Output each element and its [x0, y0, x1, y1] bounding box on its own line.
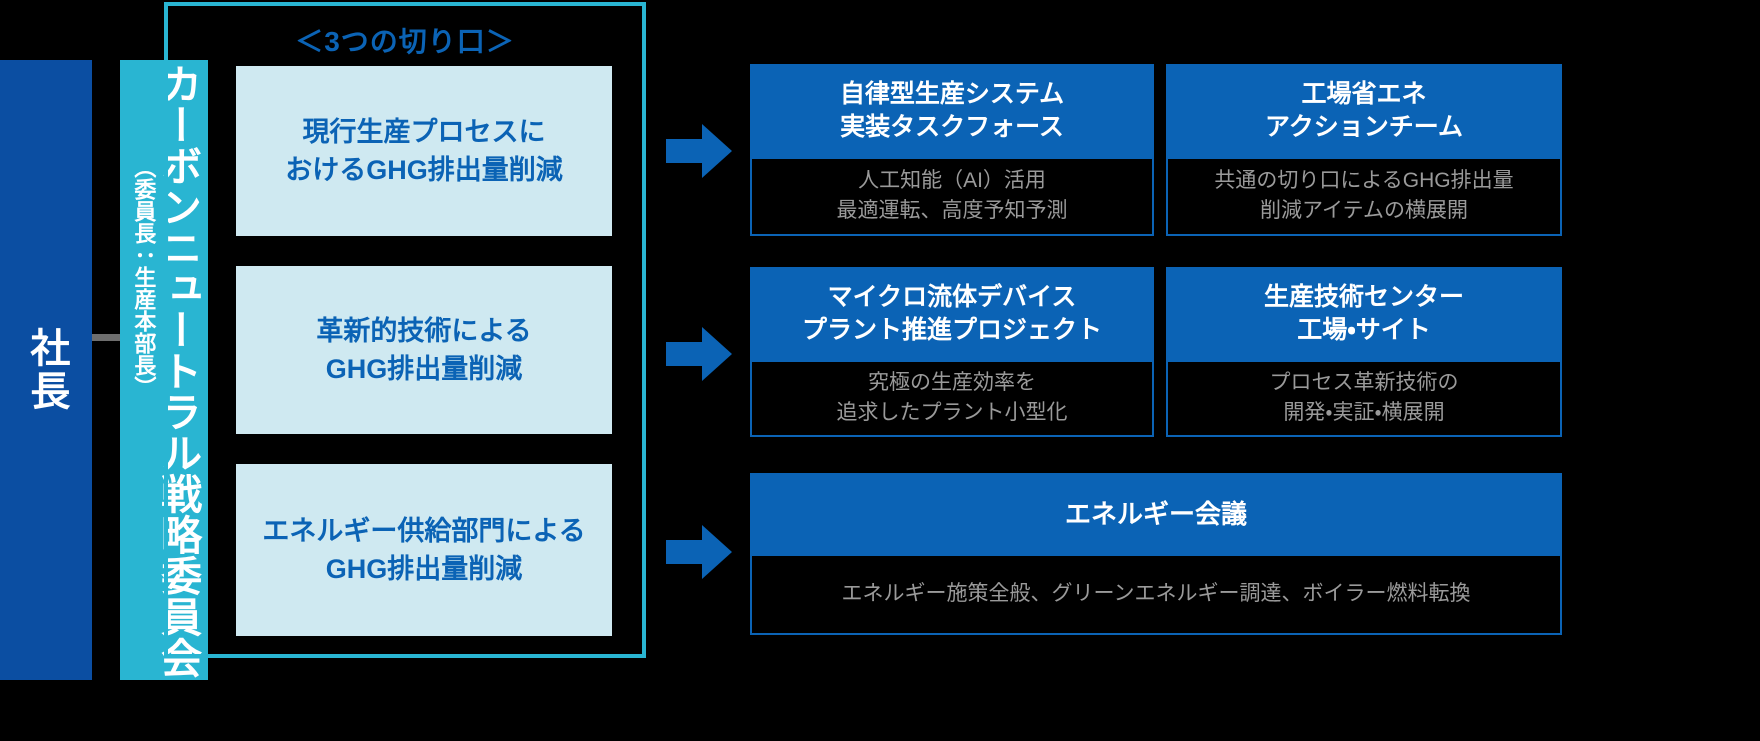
three-perspectives-group-outline — [164, 2, 646, 658]
president-box: 社長 — [0, 60, 92, 680]
team-card-energy-conference: エネルギー会議 エネルギー施策全般、グリーンエネルギー調達、ボイラー燃料転換 — [750, 473, 1562, 635]
team-card-factory-energy-saving: 工場省エネ アクションチーム 共通の切り口によるGHG排出量 削減アイテムの横展… — [1166, 64, 1562, 236]
right-arrow-icon — [666, 525, 732, 579]
arrow-head — [702, 124, 732, 178]
theme-label: エネルギー供給部門による GHG排出量削減 — [262, 515, 586, 584]
team-card-description: 共通の切り口によるGHG排出量 削減アイテムの横展開 — [1168, 158, 1560, 234]
arrow-shaft — [666, 139, 706, 163]
team-card-microfluidic-device: マイクロ流体デバイス プラント推進プロジェクト 究極の生産効率を 追求したプラン… — [750, 267, 1154, 437]
theme-box-current-process: 現行生産プロセスに おけるGHG排出量削減 — [236, 66, 612, 236]
team-card-autonomous-production: 自律型生産システム 実装タスクフォース 人工知能（AI）活用 最適運転、高度予知… — [750, 64, 1154, 236]
arrow-shaft — [666, 342, 706, 366]
theme-box-energy-supply: エネルギー供給部門による GHG排出量削減 — [236, 464, 612, 636]
committee-subtitle: （委員長：生産本部長） — [131, 156, 157, 398]
arrow-shaft — [666, 540, 706, 564]
president-committee-connector — [92, 334, 122, 341]
team-card-description: 究極の生産効率を 追求したプラント小型化 — [752, 361, 1152, 435]
theme-box-innovative-tech: 革新的技術による GHG排出量削減 — [236, 266, 612, 434]
three-perspectives-heading: ＜3つの切り口＞ — [295, 26, 515, 57]
team-card-description: 人工知能（AI）活用 最適運転、高度予知予測 — [752, 158, 1152, 234]
team-card-production-tech-center: 生産技術センター 工場・サイト プロセス革新技術の 開発・実証・横展開 — [1166, 267, 1562, 437]
team-card-title: 生産技術センター 工場・サイト — [1168, 269, 1560, 362]
team-card-title: マイクロ流体デバイス プラント推進プロジェクト — [752, 269, 1152, 362]
theme-label: 革新的技術による GHG排出量削減 — [316, 315, 532, 384]
right-arrow-icon — [666, 327, 732, 381]
committee-title: カーボンニュートラル戦略委員会 — [154, 62, 201, 678]
team-card-description: プロセス革新技術の 開発・実証・横展開 — [1168, 361, 1560, 435]
arrow-head — [702, 525, 732, 579]
theme-label: 現行生産プロセスに おけるGHG排出量削減 — [285, 116, 563, 185]
team-card-title: 自律型生産システム 実装タスクフォース — [752, 66, 1152, 159]
team-card-title: 工場省エネ アクションチーム — [1168, 66, 1560, 159]
team-card-description: エネルギー施策全般、グリーンエネルギー調達、ボイラー燃料転換 — [752, 555, 1560, 633]
arrow-head — [702, 327, 732, 381]
president-label: 社長 — [24, 327, 69, 413]
team-card-title: エネルギー会議 — [752, 475, 1560, 556]
right-arrow-icon — [666, 124, 732, 178]
